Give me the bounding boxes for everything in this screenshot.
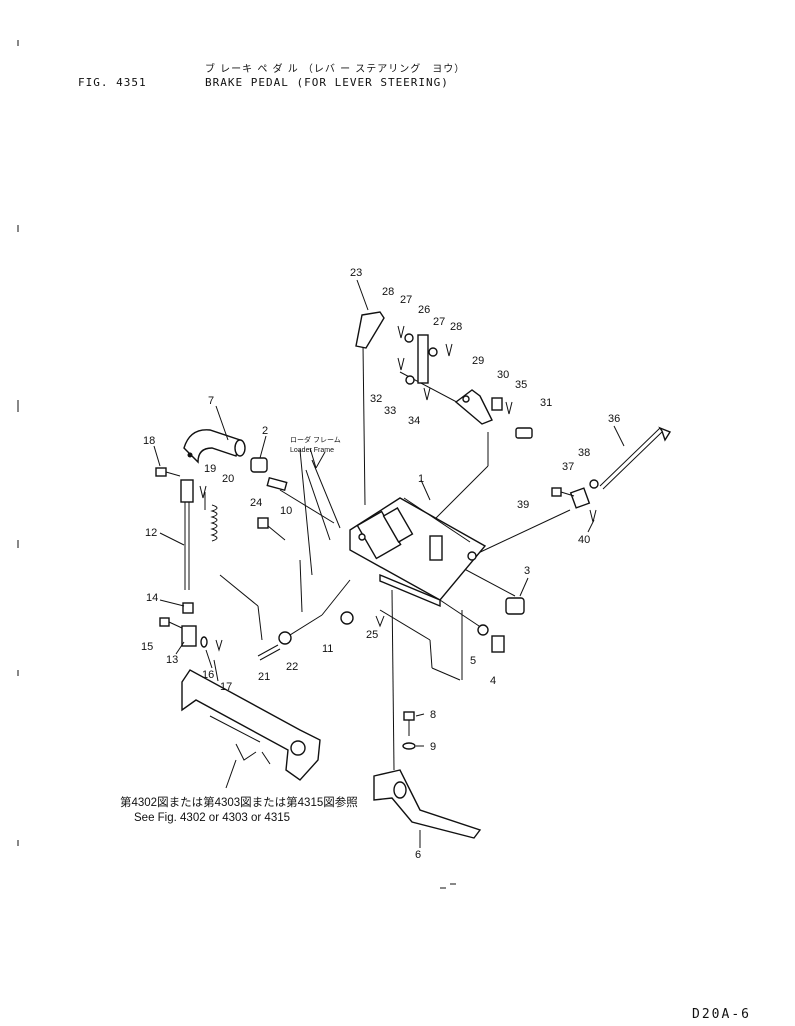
steering-frame bbox=[181, 669, 321, 781]
callout-16: 16 bbox=[202, 669, 214, 681]
part-24-pin bbox=[266, 476, 288, 492]
callout-15: 15 bbox=[141, 641, 153, 653]
callout-33: 33 bbox=[384, 405, 396, 417]
callout-26: 26 bbox=[418, 304, 430, 316]
callout-20: 20 bbox=[222, 473, 234, 485]
callout-8: 8 bbox=[430, 709, 436, 721]
page-code: D20A-6 bbox=[692, 1007, 751, 1022]
callout-4: 4 bbox=[490, 675, 496, 687]
part-3-bush bbox=[505, 597, 525, 615]
part-11-nut bbox=[340, 611, 354, 625]
reference-jp: 第4302図または第4303図または第4315図参照 bbox=[120, 795, 358, 809]
callout-18: 18 bbox=[143, 435, 155, 447]
part-29-lever bbox=[454, 389, 493, 425]
callout-30: 30 bbox=[497, 369, 509, 381]
figure-title: BRAKE PEDAL (FOR LEVER STEERING) bbox=[205, 76, 449, 89]
part-21-bolt bbox=[257, 644, 281, 661]
callout-34: 34 bbox=[408, 415, 420, 427]
part-14-nut bbox=[182, 602, 194, 614]
loader-frame-en: Loader Frame bbox=[290, 447, 334, 454]
callout-40: 40 bbox=[578, 534, 590, 546]
part-12-rod bbox=[180, 479, 194, 590]
part-33-washer bbox=[405, 375, 415, 385]
part-27-washer-b bbox=[428, 347, 438, 357]
reference-en: See Fig. 4302 or 4303 or 4315 bbox=[134, 812, 290, 824]
callout-3: 3 bbox=[524, 565, 530, 577]
part-16-washer bbox=[200, 636, 208, 648]
part-30-bush bbox=[491, 397, 503, 411]
part-26-link bbox=[417, 334, 429, 384]
callout-14: 14 bbox=[146, 592, 158, 604]
callout-35: 35 bbox=[515, 379, 527, 391]
part-20-spring bbox=[210, 504, 218, 542]
callout-13: 13 bbox=[166, 654, 178, 666]
part-18-bolt bbox=[155, 467, 181, 477]
callout-29: 29 bbox=[472, 355, 484, 367]
callout-1: 1 bbox=[418, 473, 424, 485]
part-39-bolt bbox=[551, 487, 575, 497]
part-15-bolt bbox=[159, 617, 183, 629]
callout-11: 11 bbox=[322, 643, 333, 655]
callout-6: 6 bbox=[415, 849, 421, 861]
part-36-rod bbox=[599, 426, 672, 490]
part-23-arm bbox=[355, 311, 385, 349]
leader-lines bbox=[153, 279, 625, 848]
part-28-pin-b bbox=[445, 343, 453, 357]
part-37-clevis bbox=[569, 487, 591, 509]
callout-22: 22 bbox=[286, 661, 298, 673]
part-25-pin bbox=[375, 615, 385, 628]
callout-28a: 28 bbox=[382, 286, 394, 298]
part-2-bush bbox=[250, 457, 268, 473]
part-22-nut bbox=[278, 631, 292, 645]
callout-24: 24 bbox=[250, 497, 262, 509]
callout-5: 5 bbox=[470, 655, 476, 667]
part-34-pin bbox=[423, 387, 431, 401]
part-19-pin bbox=[199, 485, 207, 499]
callout-27a: 27 bbox=[400, 294, 412, 306]
callout-9: 9 bbox=[430, 741, 436, 753]
callout-32: 32 bbox=[370, 393, 382, 405]
bracket-assembly bbox=[349, 497, 487, 608]
part-35-pin bbox=[505, 401, 513, 415]
callout-27b: 27 bbox=[433, 316, 445, 328]
part-32-pin bbox=[397, 357, 405, 371]
part-13-clevis bbox=[181, 625, 197, 647]
part-6-pedal bbox=[373, 769, 482, 839]
callout-39: 39 bbox=[517, 499, 529, 511]
linkage-lines bbox=[204, 344, 571, 771]
callout-12: 12 bbox=[145, 527, 157, 539]
part-17-pin bbox=[215, 639, 223, 652]
loader-frame-jp: ローダ フレーム bbox=[290, 435, 341, 444]
callout-25: 25 bbox=[366, 629, 378, 641]
part-4-bolt bbox=[491, 635, 505, 653]
callout-2: 2 bbox=[262, 425, 268, 437]
figure-number: FIG. 4351 bbox=[78, 76, 147, 89]
part-9-washer bbox=[402, 742, 416, 750]
scan-marks bbox=[17, 40, 456, 889]
callout-36: 36 bbox=[608, 413, 620, 425]
part-38-nut bbox=[589, 479, 599, 489]
callout-31: 31 bbox=[540, 397, 552, 409]
callout-28b: 28 bbox=[450, 321, 462, 333]
part-28-pin-a bbox=[397, 325, 405, 339]
callout-17: 17 bbox=[220, 681, 232, 693]
part-27-washer-a bbox=[404, 333, 414, 343]
callout-labels: 1 2 3 4 5 6 7 8 9 10 11 12 13 14 15 16 1… bbox=[141, 267, 620, 861]
callout-37: 37 bbox=[562, 461, 574, 473]
callout-38: 38 bbox=[578, 447, 590, 459]
callout-7: 7 bbox=[208, 395, 214, 407]
callout-10: 10 bbox=[280, 505, 292, 517]
title-japanese: ブ レーキ ペ ダ ル （レバ ー ステアリング ヨウ） bbox=[205, 64, 466, 75]
part-5-washer bbox=[477, 624, 489, 636]
part-10-bolt bbox=[257, 517, 286, 541]
part-7-lever bbox=[183, 429, 246, 464]
part-40-pin bbox=[589, 509, 597, 523]
callout-21: 21 bbox=[258, 671, 270, 683]
callout-23: 23 bbox=[350, 267, 362, 279]
part-31-pin bbox=[515, 427, 533, 439]
part-8-bolt bbox=[403, 711, 415, 736]
callout-19: 19 bbox=[204, 463, 216, 475]
